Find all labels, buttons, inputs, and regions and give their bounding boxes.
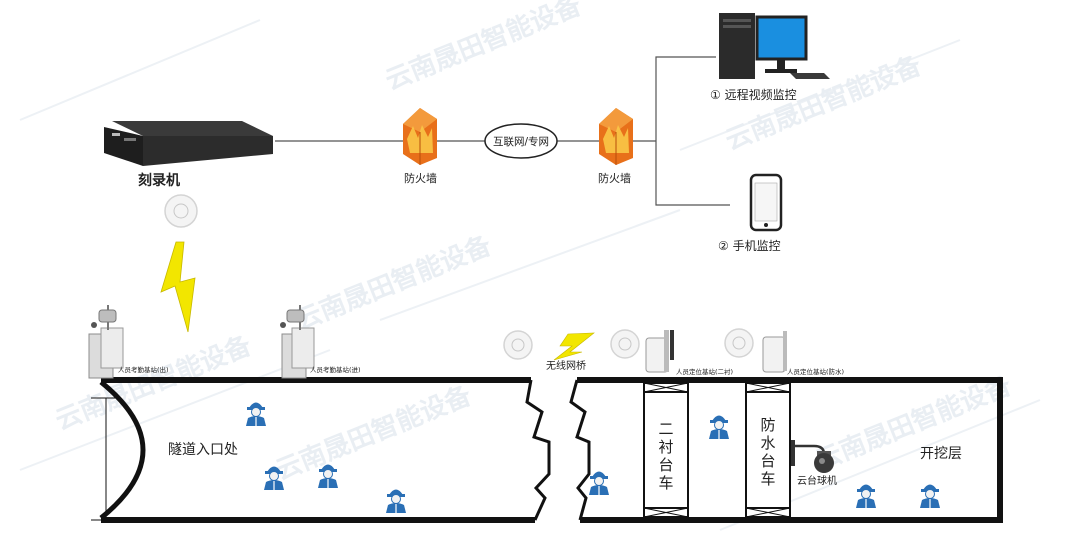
- waterproof-trolley: [745, 382, 791, 518]
- ptz-camera-label: 云台球机: [797, 474, 837, 487]
- worker-icon: [856, 484, 876, 508]
- firewall-icon: [599, 108, 633, 165]
- access-point-icon: [164, 194, 198, 228]
- pc-tower: [719, 13, 755, 79]
- tunnel-entrance-label: 隧道入口处: [168, 442, 238, 458]
- worker-icon: [589, 471, 609, 495]
- firewall-left-label: 防火墙: [404, 171, 437, 185]
- worker-icon: [386, 489, 406, 513]
- remote-monitoring-label: ① 远程视频监控: [710, 87, 797, 102]
- station-out-label: 人员考勤基站(出): [118, 365, 169, 374]
- branch-to-computer-line: [655, 56, 716, 141]
- station-waterproof-label: 人员定位基站(防水): [787, 367, 844, 376]
- watermark-text: 云南晟田智能设备: [291, 229, 496, 336]
- recorder-device: [104, 121, 273, 166]
- lining-trolley-char: 台: [658, 456, 673, 474]
- tunnel-break-right: [569, 379, 591, 521]
- attendance-station-in: [280, 305, 315, 379]
- monitor-screen: [755, 15, 808, 61]
- recorder-led-icon: [112, 133, 120, 136]
- lining-trolley-char: 车: [658, 474, 673, 492]
- waterproof-trolley-char: 台: [760, 452, 775, 470]
- keyboard: [790, 73, 830, 79]
- wireless-bridge-ap-right: [610, 329, 640, 359]
- recorder-label: 刻录机: [138, 172, 180, 189]
- waterproof-trolley-char: 车: [760, 470, 775, 488]
- internet-node: [484, 123, 558, 159]
- bridge-lightning-icon: [553, 332, 595, 361]
- positioning-station-ap: [724, 328, 754, 358]
- waterproof-trolley-char: 水: [760, 434, 775, 452]
- tunnel-break-left: [525, 379, 551, 521]
- wireless-bridge-label: 无线网桥: [546, 359, 586, 372]
- phone-icon: [749, 173, 783, 232]
- lightning-icon: [160, 241, 196, 333]
- worker-icon: [246, 402, 266, 426]
- excavation-label: 开挖层: [920, 446, 962, 462]
- ptz-camera-icon: [791, 440, 834, 473]
- worker-icon: [920, 484, 940, 508]
- worker-icon: [264, 466, 284, 490]
- tunnel-outline: [101, 377, 1003, 523]
- station-in-label: 人员考勤基站(进): [310, 365, 361, 374]
- station-lining-label: 人员定位基站(二衬): [676, 367, 733, 376]
- worker-icon: [318, 464, 338, 488]
- positioning-station-lining: [645, 330, 674, 373]
- computer-icon: [719, 13, 830, 79]
- recorder-top: [112, 121, 273, 136]
- watermark-text: 云南晟田智能设备: [381, 0, 586, 96]
- network-label: 互联网/专网: [493, 135, 549, 148]
- recorder-slot-icon: [124, 138, 136, 141]
- branch-to-phone-line: [655, 141, 730, 206]
- worker-icon: [709, 415, 729, 439]
- recorder-side: [143, 136, 273, 166]
- lining-trolley-char: 衬: [658, 438, 673, 456]
- waterproof-trolley-char: 防: [760, 416, 775, 434]
- lining-trolley-char: 二: [658, 420, 673, 438]
- wireless-bridge-ap-left: [503, 330, 533, 360]
- firewall-icon: [403, 108, 437, 165]
- phone-monitoring-label: ② 手机监控: [718, 239, 781, 253]
- positioning-station-waterproof: [762, 331, 787, 373]
- lining-trolley: [643, 382, 689, 518]
- height-dimension: [91, 397, 121, 521]
- firewall-right-label: 防火墙: [598, 171, 631, 185]
- watermark-text: 云南晟田智能设备: [271, 379, 476, 486]
- recorder-front: [104, 127, 143, 166]
- attendance-station-out: [88, 305, 124, 379]
